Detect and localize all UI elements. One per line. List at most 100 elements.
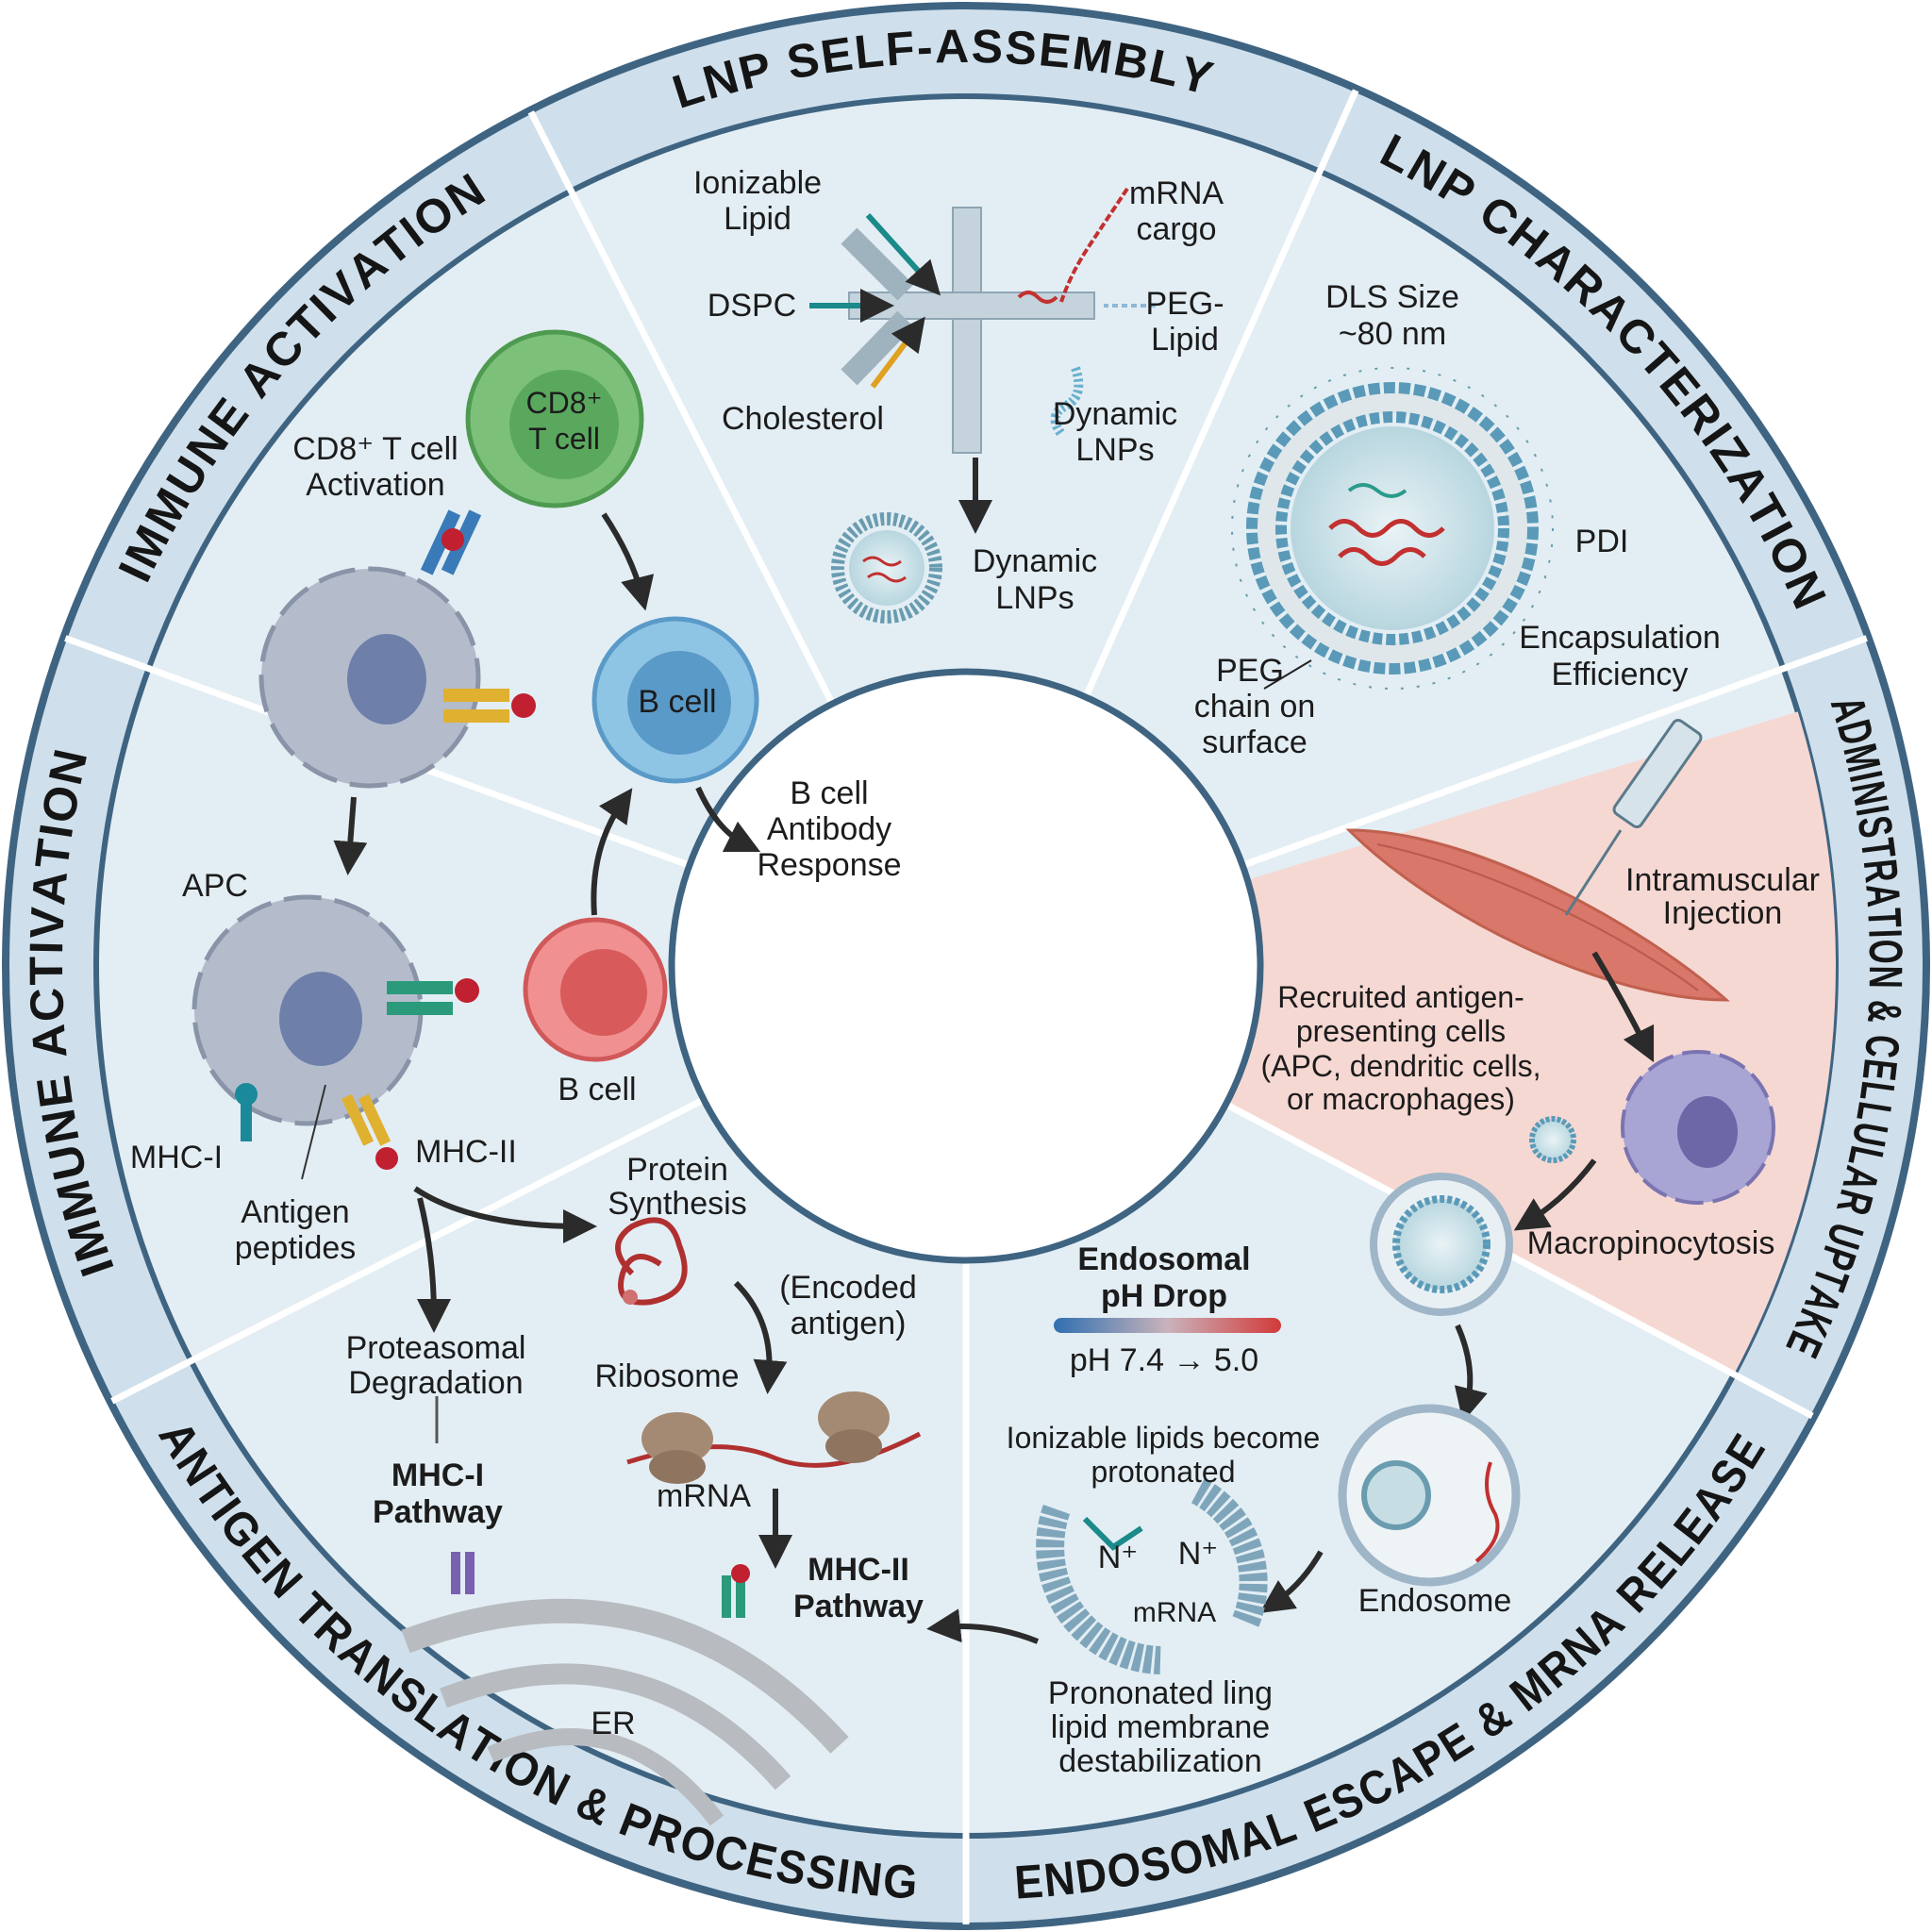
ph-gradient-bar: [1054, 1318, 1281, 1333]
ring-label-letter: E: [26, 1073, 83, 1111]
dynamic-lnp-small: [831, 512, 942, 624]
apc-purple: [1621, 1050, 1775, 1205]
ring-label-letter: E: [1037, 23, 1074, 78]
ring-label-letter: F: [884, 22, 916, 76]
muscle-illustration: [1345, 828, 1730, 1002]
ring-label-letter: -: [916, 21, 934, 75]
label-peg-lipid: PEG-Lipid: [1145, 286, 1224, 358]
arrow-cd8-to-bcell: [601, 512, 655, 611]
lnp-small-admin: [1529, 1116, 1576, 1163]
arrow-to-macropinocytosis: [1513, 1158, 1597, 1231]
arrow-red-to-blue-bcell: [591, 788, 633, 916]
label-endosome: Endosome: [1358, 1583, 1512, 1619]
label-mrna-endosomal: mRNA: [1133, 1597, 1216, 1628]
sector-divider: [110, 1096, 706, 1405]
ring-label-letter: G: [881, 1855, 919, 1909]
sector-divider: [1241, 635, 1868, 869]
lnp-large: [1231, 367, 1554, 690]
ring-label-letter: N: [1858, 965, 1911, 989]
label-mhc2: MHC-II: [415, 1134, 517, 1170]
arrow-apc-to-protein-synthesis: [413, 1186, 597, 1243]
sector-divider: [527, 110, 836, 706]
ring-label-letter: N: [848, 1851, 885, 1907]
ring-label-letter: O: [31, 781, 90, 826]
ring-label-letter: I: [1857, 928, 1910, 939]
protein-chain: [615, 1217, 688, 1306]
arrow-endosome-to-escape: [1259, 1550, 1324, 1613]
label-ph-range: pH 7.4 → 5.0: [1070, 1342, 1258, 1378]
ring-label-letter: R: [1853, 857, 1907, 885]
label-er: ER: [591, 1706, 635, 1741]
label-apc: APC: [182, 868, 248, 904]
center-circle: [668, 668, 1264, 1264]
arrow-to-mhc2-pathway: [926, 1608, 1040, 1644]
label-n-plus-1: N⁺: [1098, 1540, 1139, 1575]
ring-label-letter: C: [1855, 1033, 1908, 1060]
ring-label-letter: L: [852, 24, 886, 79]
label-b-cell-blue: B cell: [638, 684, 716, 720]
arrow-to-endosome: [1454, 1324, 1488, 1423]
arrow-muscle-to-apc: [1591, 951, 1655, 1063]
label-b-cell-red: B cell: [558, 1072, 636, 1108]
arrow-apc-down: [333, 796, 368, 875]
endoplasmic-reticulum: [401, 1598, 849, 1826]
ring-label-letter: A: [1856, 882, 1909, 908]
sector-divider: [1082, 89, 1359, 699]
arrow-bcell-to-response: [695, 786, 761, 853]
ring-label-letter: E: [817, 27, 856, 84]
endosome: [1338, 1404, 1521, 1587]
ring-label-letter: T: [20, 957, 73, 986]
ring-label-letter: I: [20, 941, 73, 955]
receptor-complexes: [235, 509, 536, 1180]
ring-label-letter: D: [1073, 1848, 1110, 1905]
label-dls-size: DLS Size~80 nm: [1325, 279, 1459, 352]
arrow-encoded-antigen: [733, 1280, 788, 1394]
sector-divider: [1224, 1101, 1814, 1420]
destabilized-membrane: [1036, 1477, 1268, 1674]
ring-label-letter: C: [20, 987, 74, 1023]
b-cell-blue: [591, 616, 759, 784]
ribosomes-mrna: [626, 1391, 922, 1484]
label-pdi: PDI: [1575, 524, 1629, 559]
label-cholesterol: Cholesterol: [722, 401, 884, 437]
label-dspc: DSPC: [708, 288, 796, 324]
ring-label-letter: &: [1857, 999, 1909, 1024]
ring-label-letter: V: [20, 906, 75, 941]
ring-label-letter: E: [1013, 1856, 1045, 1910]
label-mrna-ribosome: mRNA: [657, 1478, 751, 1514]
ring-label-letter: A: [22, 869, 77, 908]
ring-label-letter: S: [971, 20, 1004, 74]
ring-label-letter: A: [22, 1023, 77, 1061]
label-recruited-apcs: Recruited antigen-presenting cells(APC, …: [1261, 980, 1541, 1116]
b-cell-red: [523, 917, 668, 1062]
label-macropinocytosis: Macropinocytosis: [1527, 1225, 1775, 1261]
mhc1-molecule-purple: [451, 1552, 475, 1594]
ring-label-letter: S: [1004, 21, 1039, 75]
ring-label-letter: T: [25, 837, 81, 872]
label-mhc1: MHC-I: [130, 1140, 223, 1175]
cd8-t-cell: [465, 329, 644, 508]
ring-label-letter: O: [1858, 939, 1911, 964]
label-cd8-t-cell: CD8⁺T cell: [526, 386, 603, 456]
ring-label-letter: M: [1070, 26, 1116, 84]
label-n-plus-2: N⁺: [1178, 1536, 1219, 1572]
